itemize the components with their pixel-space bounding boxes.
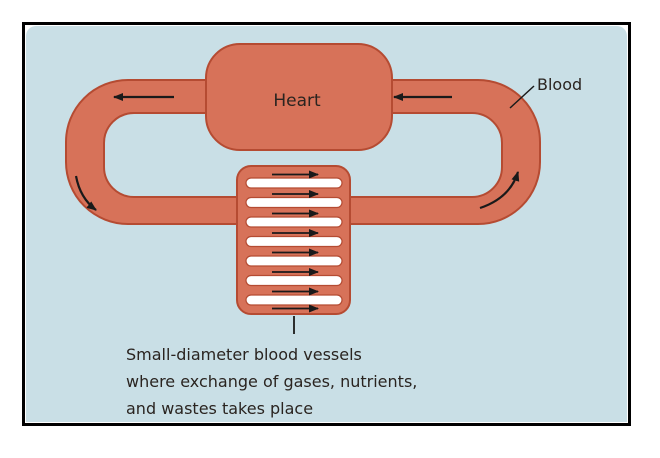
capillary-channel [245,235,343,248]
arrow-left-curve [74,175,97,211]
caption-line-1: Small-diameter blood vessels [126,345,362,364]
capillary-channel [245,216,343,228]
heart-shape [205,43,393,151]
capillary-channel [245,294,343,306]
blood-label: Blood [537,75,582,94]
caption-line-3: and wastes takes place [126,399,313,418]
heart-label: Heart [273,91,321,111]
capillary-bed [236,165,351,315]
capillary-channel [245,196,343,209]
caption-line-2: where exchange of gases, nutrients, [126,372,417,391]
arrow-right-curve [479,171,520,210]
capillary-channel [245,255,343,267]
flow-arrows [74,93,520,211]
blood-leader-line [509,85,535,109]
capillary-channel [245,274,343,287]
capillary-channel [245,177,343,189]
